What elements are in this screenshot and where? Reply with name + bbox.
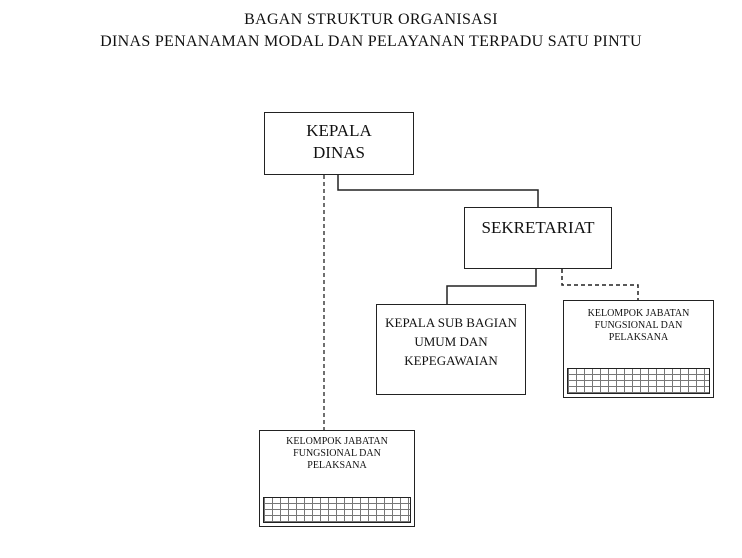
node-kepala-dinas-line2: DINAS [313, 143, 365, 162]
pelaksana-grid-right [567, 368, 710, 394]
node-sekretariat: SEKRETARIAT [464, 207, 612, 269]
node-kepala-dinas: KEPALA DINAS [264, 112, 414, 175]
node-kjf-left-line1: KELOMPOK JABATAN [286, 436, 388, 447]
node-kjf-left-line2: FUNGSIONAL DAN [293, 448, 381, 459]
pelaksana-grid-left [263, 497, 411, 523]
node-kepala-dinas-line1: KEPALA [306, 121, 372, 140]
node-kjf-right-line3: PELAKSANA [608, 332, 669, 343]
connector-sekretariat-subbagian [446, 269, 537, 304]
node-kjf-right-line2: FUNGSIONAL DAN [594, 320, 683, 331]
node-subbagian-line2: UMUM DAN [414, 334, 488, 349]
node-sekretariat-label: SEKRETARIAT [481, 218, 595, 237]
node-kelompok-jabatan-fungsional-left: KELOMPOK JABATAN FUNGSIONAL DAN PELAKSAN… [259, 430, 415, 527]
chart-title-line1: BAGAN STRUKTUR ORGANISASI [244, 11, 498, 28]
node-kjf-right-line1: KELOMPOK JABATAN [587, 308, 690, 319]
chart-title-line2: DINAS PENANAMAN MODAL DAN PELAYANAN TERP… [100, 33, 642, 50]
connector-kepala-sekretariat [337, 175, 539, 207]
node-subbagian-line3: KEPEGAWAIAN [404, 353, 498, 368]
node-kelompok-jabatan-fungsional-right: KELOMPOK JABATAN FUNGSIONAL DAN PELAKSAN… [563, 300, 714, 398]
node-kjf-left-line3: PELAKSANA [307, 460, 367, 471]
node-subbagian-line1: KEPALA SUB BAGIAN [385, 315, 517, 330]
node-kepala-sub-bagian: KEPALA SUB BAGIAN UMUM DAN KEPEGAWAIAN [376, 304, 526, 395]
connector-sekretariat-kjf-right [561, 269, 639, 300]
